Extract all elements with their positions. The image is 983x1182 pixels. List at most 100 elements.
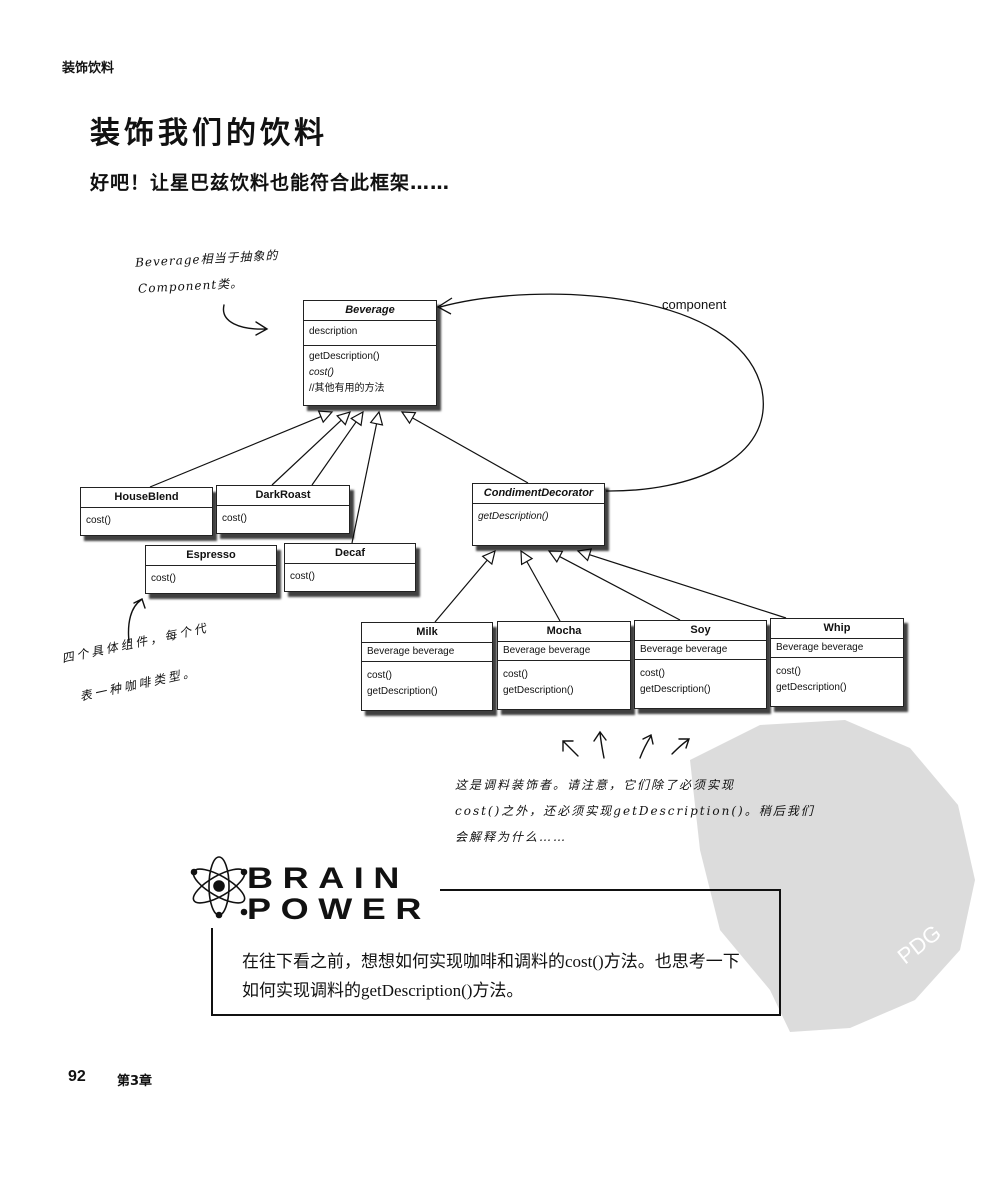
inheritance-arrowhead <box>350 410 364 427</box>
component-association <box>439 293 764 492</box>
class-method: cost() <box>776 666 801 677</box>
class-name: Espresso <box>146 546 276 566</box>
class-method: cost() <box>309 367 334 378</box>
condiment-note-line: 会解释为什么…… <box>455 830 568 844</box>
inheritance-arrowhead <box>520 549 534 566</box>
inheritance-arrowhead <box>336 411 351 426</box>
inheritance-line <box>271 419 342 486</box>
class-method: cost() <box>290 571 315 582</box>
inheritance-arrowhead <box>481 549 496 566</box>
class-soy: Soy Beverage beverage cost() getDescript… <box>634 620 767 709</box>
class-method: getDescription() <box>776 682 847 693</box>
class-fields: Beverage beverage <box>498 642 630 661</box>
inheritance-arrowhead <box>576 548 593 562</box>
inheritance-line <box>589 554 787 619</box>
class-methods: getDescription() cost() //其他有用的方法 <box>304 346 436 400</box>
inheritance-arrowhead <box>400 411 417 425</box>
class-method: cost() <box>151 573 176 584</box>
class-name: Beverage <box>304 301 436 321</box>
class-milk: Milk Beverage beverage cost() getDescrip… <box>361 622 493 711</box>
class-whip: Whip Beverage beverage cost() getDescrip… <box>770 618 904 707</box>
class-fields: Beverage beverage <box>635 641 766 660</box>
class-method: cost() <box>503 669 528 680</box>
class-field: description <box>309 326 358 337</box>
class-methods: getDescription() <box>473 504 604 528</box>
class-espresso: Espresso cost() <box>145 545 277 594</box>
class-method: cost() <box>367 670 392 681</box>
class-fields: Beverage beverage <box>771 639 903 658</box>
class-name: Milk <box>362 623 492 643</box>
class-field: Beverage beverage <box>640 644 728 655</box>
inheritance-arrowhead <box>317 410 334 424</box>
class-method: getDescription() <box>640 684 711 695</box>
inheritance-line <box>412 417 529 484</box>
class-method: cost() <box>86 515 111 526</box>
class-method: getDescription() <box>478 511 549 522</box>
class-house-blend: HouseBlend cost() <box>80 487 213 536</box>
inheritance-line <box>311 421 357 486</box>
class-name: HouseBlend <box>81 488 212 508</box>
page-title: 装饰我们的饮料 <box>90 116 328 151</box>
page-subtitle: 好吧！让星巴兹饮料也能符合此框架…… <box>90 172 451 194</box>
brain-power-text: 在往下看之前，想想如何实现咖啡和调料的cost()方法。也思考一下 <box>242 952 740 971</box>
class-method: //其他有用的方法 <box>309 383 385 394</box>
class-methods: cost() <box>146 566 276 590</box>
class-name: Whip <box>771 619 903 639</box>
class-methods: cost() <box>285 564 415 588</box>
class-method: cost() <box>640 668 665 679</box>
class-methods: cost() <box>81 508 212 532</box>
note-arrow <box>222 304 269 336</box>
running-header: 装饰饮料 <box>62 61 115 76</box>
inheritance-line <box>434 559 488 623</box>
class-methods: cost() getDescription() <box>498 661 630 702</box>
inheritance-arrowhead <box>369 410 384 426</box>
note-arrow <box>671 738 690 755</box>
class-decaf: Decaf cost() <box>284 543 416 592</box>
inheritance-line <box>559 556 681 621</box>
inheritance-line <box>351 423 378 544</box>
class-methods: cost() <box>217 506 349 530</box>
chapter-label: 第3章 <box>117 1074 153 1089</box>
class-field: Beverage beverage <box>776 642 864 653</box>
class-name: Decaf <box>285 544 415 564</box>
class-method: getDescription() <box>503 685 574 696</box>
note-arrow <box>562 740 579 757</box>
watermark: PDG <box>690 720 975 1032</box>
brain-power-text: 如何实现调料的getDescription()方法。 <box>242 981 524 1000</box>
note-arrow <box>127 598 146 643</box>
class-methods: cost() getDescription() <box>362 662 492 703</box>
class-method: getDescription() <box>367 686 438 697</box>
inheritance-line <box>149 416 322 488</box>
class-name: DarkRoast <box>217 486 349 506</box>
note-arrow <box>639 733 654 759</box>
class-fields: Beverage beverage <box>362 643 492 662</box>
note-arrow <box>593 730 607 759</box>
class-field: Beverage beverage <box>367 646 455 657</box>
class-methods: cost() getDescription() <box>771 658 903 699</box>
class-beverage: Beverage description getDescription() co… <box>303 300 437 406</box>
class-name: Mocha <box>498 622 630 642</box>
component-arrowhead <box>436 297 453 315</box>
inheritance-line <box>526 561 561 622</box>
inheritance-arrowhead <box>547 550 564 564</box>
brain-power-logo-brain: BRAIN <box>247 862 409 895</box>
class-fields: description <box>304 321 436 346</box>
atom-icon <box>190 856 248 919</box>
class-name: Soy <box>635 621 766 641</box>
class-field: Beverage beverage <box>503 645 591 656</box>
class-condiment-decorator: CondimentDecorator getDescription() <box>472 483 605 546</box>
condiment-note-line: cost()之外，还必须实现getDescription()。稍后我们 <box>455 804 815 818</box>
class-dark-roast: DarkRoast cost() <box>216 485 350 534</box>
class-methods: cost() getDescription() <box>635 660 766 701</box>
brain-power-frame <box>211 889 781 1016</box>
condiment-note-line: 这是调料装饰者。请注意，它们除了必须实现 <box>455 778 736 792</box>
class-name: CondimentDecorator <box>473 484 604 504</box>
class-mocha: Mocha Beverage beverage cost() getDescri… <box>497 621 631 710</box>
page-number: 92 <box>68 1068 86 1085</box>
class-method: getDescription() <box>309 351 380 362</box>
class-method: cost() <box>222 513 247 524</box>
component-label: component <box>662 297 727 312</box>
brain-power-logo-power: POWER <box>247 893 432 926</box>
